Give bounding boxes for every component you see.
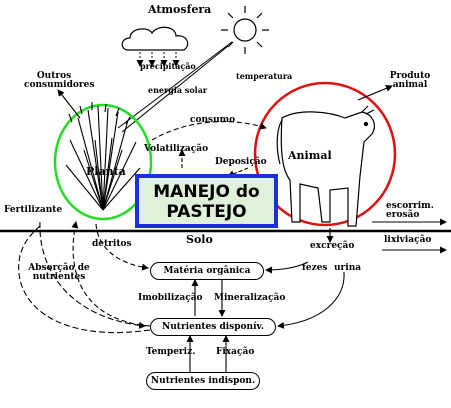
center-line-1: MANEJO do <box>153 182 260 202</box>
label-animal: Animal <box>288 149 332 162</box>
label-lixiviacao: lixiviação <box>384 235 432 245</box>
label-volatilizacao: Volatilização <box>144 144 209 154</box>
label-produto-animal: Produto animal <box>389 71 431 91</box>
cloud-icon <box>121 26 189 51</box>
cow-icon <box>276 105 375 227</box>
energy-ray <box>117 41 233 129</box>
label-consumo: consumo <box>190 115 236 125</box>
label-fezes: fezes <box>302 263 328 273</box>
label-detritos: detritos <box>92 239 132 249</box>
center-line-2: PASTEJO <box>166 202 247 222</box>
center-box-manejo-pastejo: MANEJO do PASTEJO <box>135 174 278 228</box>
label-planta: Planta <box>86 165 126 178</box>
label-solo: Solo <box>186 233 213 246</box>
label-energia-solar: energia solar <box>148 85 208 95</box>
sun-icon <box>221 6 269 54</box>
plant-circle <box>53 103 153 221</box>
label-precipitacao: precipitação <box>140 61 196 71</box>
label-mineralizacao: Mineralização <box>214 293 286 303</box>
label-absorcao: Absorção de nutrientes <box>28 263 90 283</box>
label-deposicao: Deposição <box>215 157 267 167</box>
box-nutrientes-indispon: Nutrientes indispon. <box>146 372 260 390</box>
label-temperatura: temperatura <box>236 71 293 81</box>
plant-icon <box>65 102 141 211</box>
label-urina: urina <box>334 263 362 273</box>
animal-circle <box>253 81 397 227</box>
label-excrecao: excreção <box>310 241 355 251</box>
label-atmosfera: Atmosfera <box>148 3 212 16</box>
box-nutrientes-disponiv: Nutrientes disponív. <box>150 318 276 336</box>
box-materia-organica: Matéria orgânica <box>150 262 264 280</box>
label-escorrim-erosao: escorrim. erosão <box>386 201 434 221</box>
label-fertilizante: Fertilizante <box>4 205 63 215</box>
label-temperiz: Temperiz. <box>146 347 196 357</box>
label-imobilizacao: Imobilização <box>138 293 203 303</box>
label-outros-consumidores: Outros consumidores <box>24 71 95 91</box>
label-fixacao: Fixação <box>216 347 255 357</box>
